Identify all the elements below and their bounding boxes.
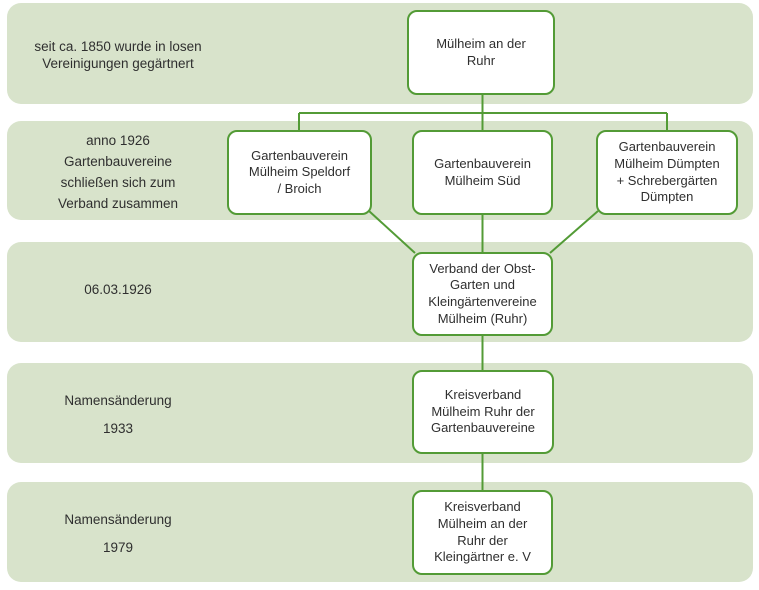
node-verband-obst-garten-kleingaertenvereine: Verband der Obst- Garten und Kleingärten…: [412, 252, 553, 336]
timeline-label-1933: Namensänderung 1933: [64, 393, 172, 436]
node-kreisverband-gartenbauvereine: Kreisverband Mülheim Ruhr der Gartenbauv…: [412, 370, 554, 454]
node-gartenbauverein-sued: Gartenbauverein Mülheim Süd: [412, 130, 553, 215]
timeline-label-1850: seit ca. 1850 wurde in losen Vereinigung…: [34, 39, 202, 71]
node-muelheim-an-der-ruhr: Mülheim an der Ruhr: [407, 10, 555, 95]
timeline-band-1926-founding: [7, 242, 753, 342]
timeline-band-1850: [7, 3, 753, 104]
timeline-label-1979: Namensänderung 1979: [64, 512, 172, 555]
node-gartenbauverein-duempten: Gartenbauverein Mülheim Dümpten + Schreb…: [596, 130, 738, 215]
node-kreisverband-kleingaertner: Kreisverband Mülheim an der Ruhr der Kle…: [412, 490, 553, 575]
timeline-label-1926-founding: 06.03.1926: [84, 282, 152, 297]
timeline-band-1933: [7, 363, 753, 463]
timeline-label-1926-merge: anno 1926 Gartenbauvereine schließen sic…: [57, 133, 179, 211]
timeline-band-1979: [7, 482, 753, 582]
node-gartenbauverein-speldorf-broich: Gartenbauverein Mülheim Speldorf / Broic…: [227, 130, 372, 215]
